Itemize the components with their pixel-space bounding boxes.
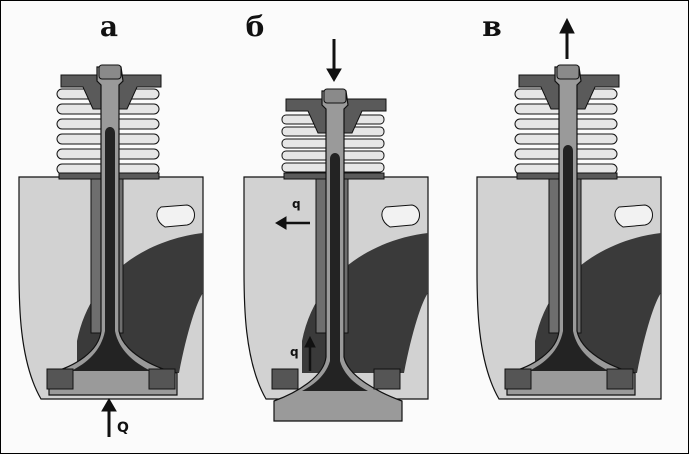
valve-assembly-a (18, 64, 204, 437)
valve-sodium-core (71, 127, 151, 371)
heat-arrow-left (275, 216, 310, 230)
coolant-passage (381, 204, 420, 228)
heat-label-side: q (292, 197, 301, 211)
valve-tip (98, 64, 122, 80)
valve-tip (323, 88, 347, 104)
valve-seat-right (373, 368, 401, 390)
panel-label: а (99, 10, 119, 43)
actuation-arrow-up (559, 17, 575, 59)
valve-seat-left (504, 368, 532, 390)
heat-label-up: q (290, 345, 299, 359)
panel-v: в (459, 1, 688, 453)
valve-seat-left (271, 368, 299, 390)
force-label-valve: Q (117, 420, 129, 436)
valve-seat-right (148, 368, 176, 390)
panel-label: б (245, 10, 265, 43)
panel-label: в (482, 10, 502, 43)
valve-tip (556, 64, 580, 80)
actuation-arrow-down (326, 39, 342, 82)
panel-b: б q q (230, 1, 459, 453)
force-arrow-q (101, 398, 117, 437)
valve-seat-left (46, 368, 74, 390)
heat-arrow-up (304, 335, 316, 371)
valve-sodium-core (302, 153, 368, 391)
valve-assembly-v (476, 17, 662, 400)
valve-sodium-core (529, 145, 609, 371)
coolant-passage (156, 204, 195, 228)
valve-seat-right (606, 368, 634, 390)
coolant-passage (614, 204, 653, 228)
valve-assembly-b (243, 39, 429, 422)
panel-a: а Q (1, 1, 230, 453)
